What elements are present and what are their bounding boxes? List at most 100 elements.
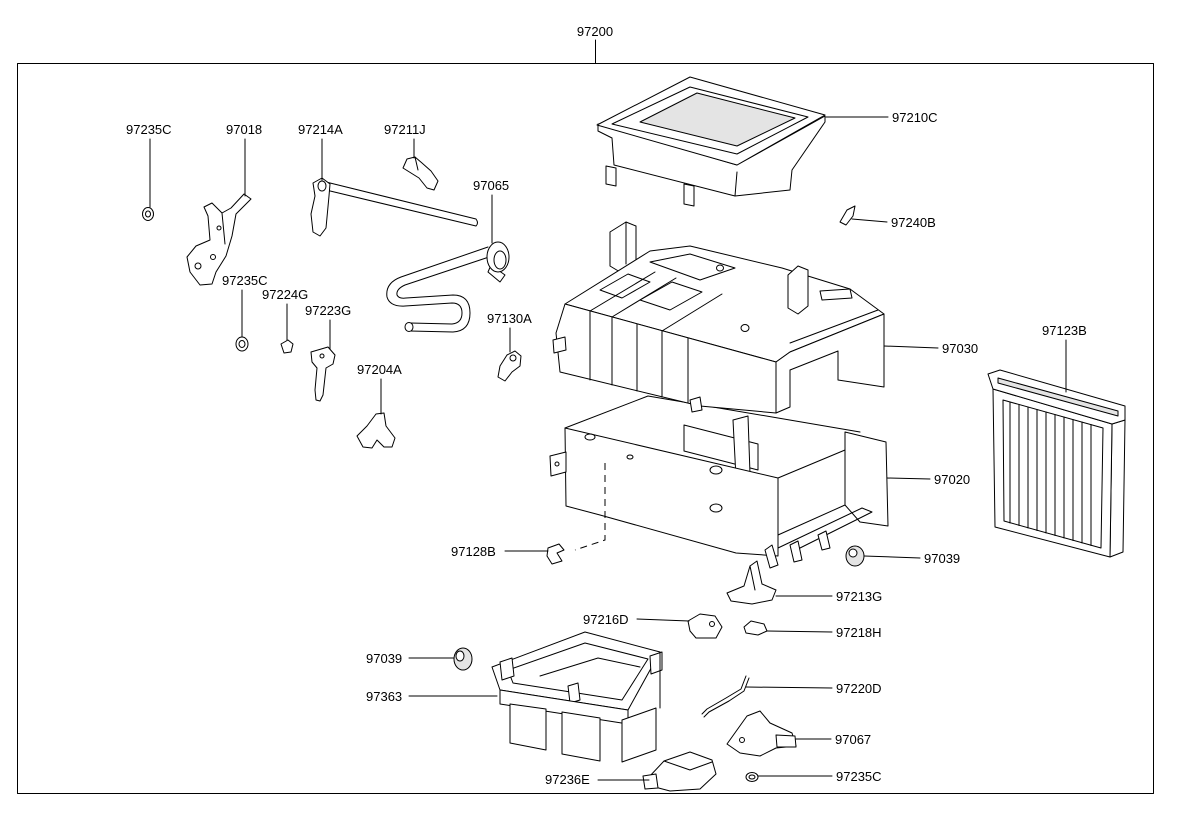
cover-tab xyxy=(605,165,617,187)
lever-hole xyxy=(216,225,222,231)
evaporator-core xyxy=(987,369,1126,558)
tray-block xyxy=(561,711,601,762)
leader-lines xyxy=(149,116,1067,781)
case-box xyxy=(819,288,853,301)
tray-tab xyxy=(567,682,581,704)
actuator-connector xyxy=(642,773,659,790)
case-opening xyxy=(639,281,703,311)
washer-top-left xyxy=(142,207,154,221)
case-post xyxy=(740,324,750,332)
cam-hole xyxy=(709,621,715,627)
case-leg xyxy=(764,544,779,569)
mode-lever xyxy=(356,412,396,449)
case-leg xyxy=(789,540,803,563)
leader-line xyxy=(766,630,833,633)
leader-line xyxy=(745,686,833,689)
leader-line xyxy=(863,555,921,559)
arm-body xyxy=(402,156,439,191)
cover-screen xyxy=(639,92,796,147)
case-clip xyxy=(839,205,856,226)
tray-block xyxy=(509,703,547,751)
lower-heater-case xyxy=(549,395,889,569)
callout-label: 97235C xyxy=(126,122,172,137)
callout-label: 97218H xyxy=(836,625,882,640)
callout-label: 97235C xyxy=(836,769,882,784)
link-cam xyxy=(687,613,723,639)
case-side-tab xyxy=(552,336,567,354)
small-arm xyxy=(402,156,439,191)
actuator-lever xyxy=(726,560,777,605)
case-post xyxy=(716,264,724,272)
small-cam xyxy=(743,620,768,636)
case-clamp xyxy=(546,543,565,565)
case-partition xyxy=(611,277,677,318)
case-partition xyxy=(589,271,656,312)
bottom-actuator xyxy=(642,751,717,792)
cover-tab xyxy=(683,183,695,207)
lever-body xyxy=(186,193,252,286)
callout-label: 97128B xyxy=(451,544,496,559)
callout-label: 97220D xyxy=(836,681,882,696)
small-clip xyxy=(280,339,294,354)
wire-edge xyxy=(701,675,747,715)
callout-label: 97240B xyxy=(891,215,936,230)
case-mount xyxy=(626,454,634,460)
assembly-number-label: 97200 xyxy=(577,24,613,39)
grommet-center xyxy=(848,548,858,558)
callout-label: 97130A xyxy=(487,311,532,326)
callout-label: 97123B xyxy=(1042,323,1087,338)
rod-end-cap xyxy=(404,322,414,332)
spring-wire xyxy=(701,675,750,718)
small-lever xyxy=(310,346,336,402)
link-arm xyxy=(497,350,522,382)
callout-label: 97363 xyxy=(366,689,402,704)
case-front-face xyxy=(564,427,779,557)
actuator-body xyxy=(648,751,717,792)
filter-cover xyxy=(596,76,826,207)
washer-hole xyxy=(748,774,756,780)
case-opening xyxy=(599,273,651,299)
callout-label: 97223G xyxy=(305,303,351,318)
core-header-stripe xyxy=(997,377,1119,417)
callout-label: 97235C xyxy=(222,273,268,288)
arm-body xyxy=(497,350,522,382)
case-bottom-rail xyxy=(777,507,873,553)
callout-label: 97039 xyxy=(366,651,402,666)
callout-label: 97067 xyxy=(835,732,871,747)
tray-tab xyxy=(499,657,515,681)
callout-label: 97236E xyxy=(545,772,590,787)
washer-middle-left xyxy=(235,336,249,352)
rod-edge-inner xyxy=(396,255,493,333)
leader-line xyxy=(851,218,888,223)
callout-label: 97039 xyxy=(924,551,960,566)
case-right-panel xyxy=(844,431,889,527)
rod-edge-outer xyxy=(386,246,489,325)
upper-heater-case xyxy=(552,221,885,414)
case-right-tray xyxy=(775,313,885,414)
lever-hole xyxy=(319,353,325,359)
callout-label: 97018 xyxy=(226,122,262,137)
callout-label: 97030 xyxy=(942,341,978,356)
case-mount xyxy=(584,433,596,441)
case-foot xyxy=(689,396,703,413)
case-tab-hole xyxy=(554,461,560,467)
tray-divider xyxy=(539,657,641,677)
crank-joint xyxy=(317,180,327,192)
washer-bottom xyxy=(745,772,759,782)
lever-edge xyxy=(221,212,226,245)
case-partition xyxy=(661,293,723,332)
bracket-hole xyxy=(739,737,745,743)
callout-label: 97211J xyxy=(384,122,426,137)
callout-labels: 97235C 97018 97214A 97211J 97065 97210C … xyxy=(126,110,1087,787)
arm-hole xyxy=(509,354,517,362)
assembly-frame xyxy=(17,63,1154,794)
callout-label: 97224G xyxy=(262,287,308,302)
case-floor xyxy=(777,449,846,536)
bent-link-rod xyxy=(386,241,510,333)
callout-label: 97020 xyxy=(934,472,970,487)
cover-skirt xyxy=(597,115,826,197)
tray-tab xyxy=(649,651,663,675)
actuator-body xyxy=(726,560,777,605)
leader-line xyxy=(886,477,931,480)
case-right-plate xyxy=(787,265,809,315)
